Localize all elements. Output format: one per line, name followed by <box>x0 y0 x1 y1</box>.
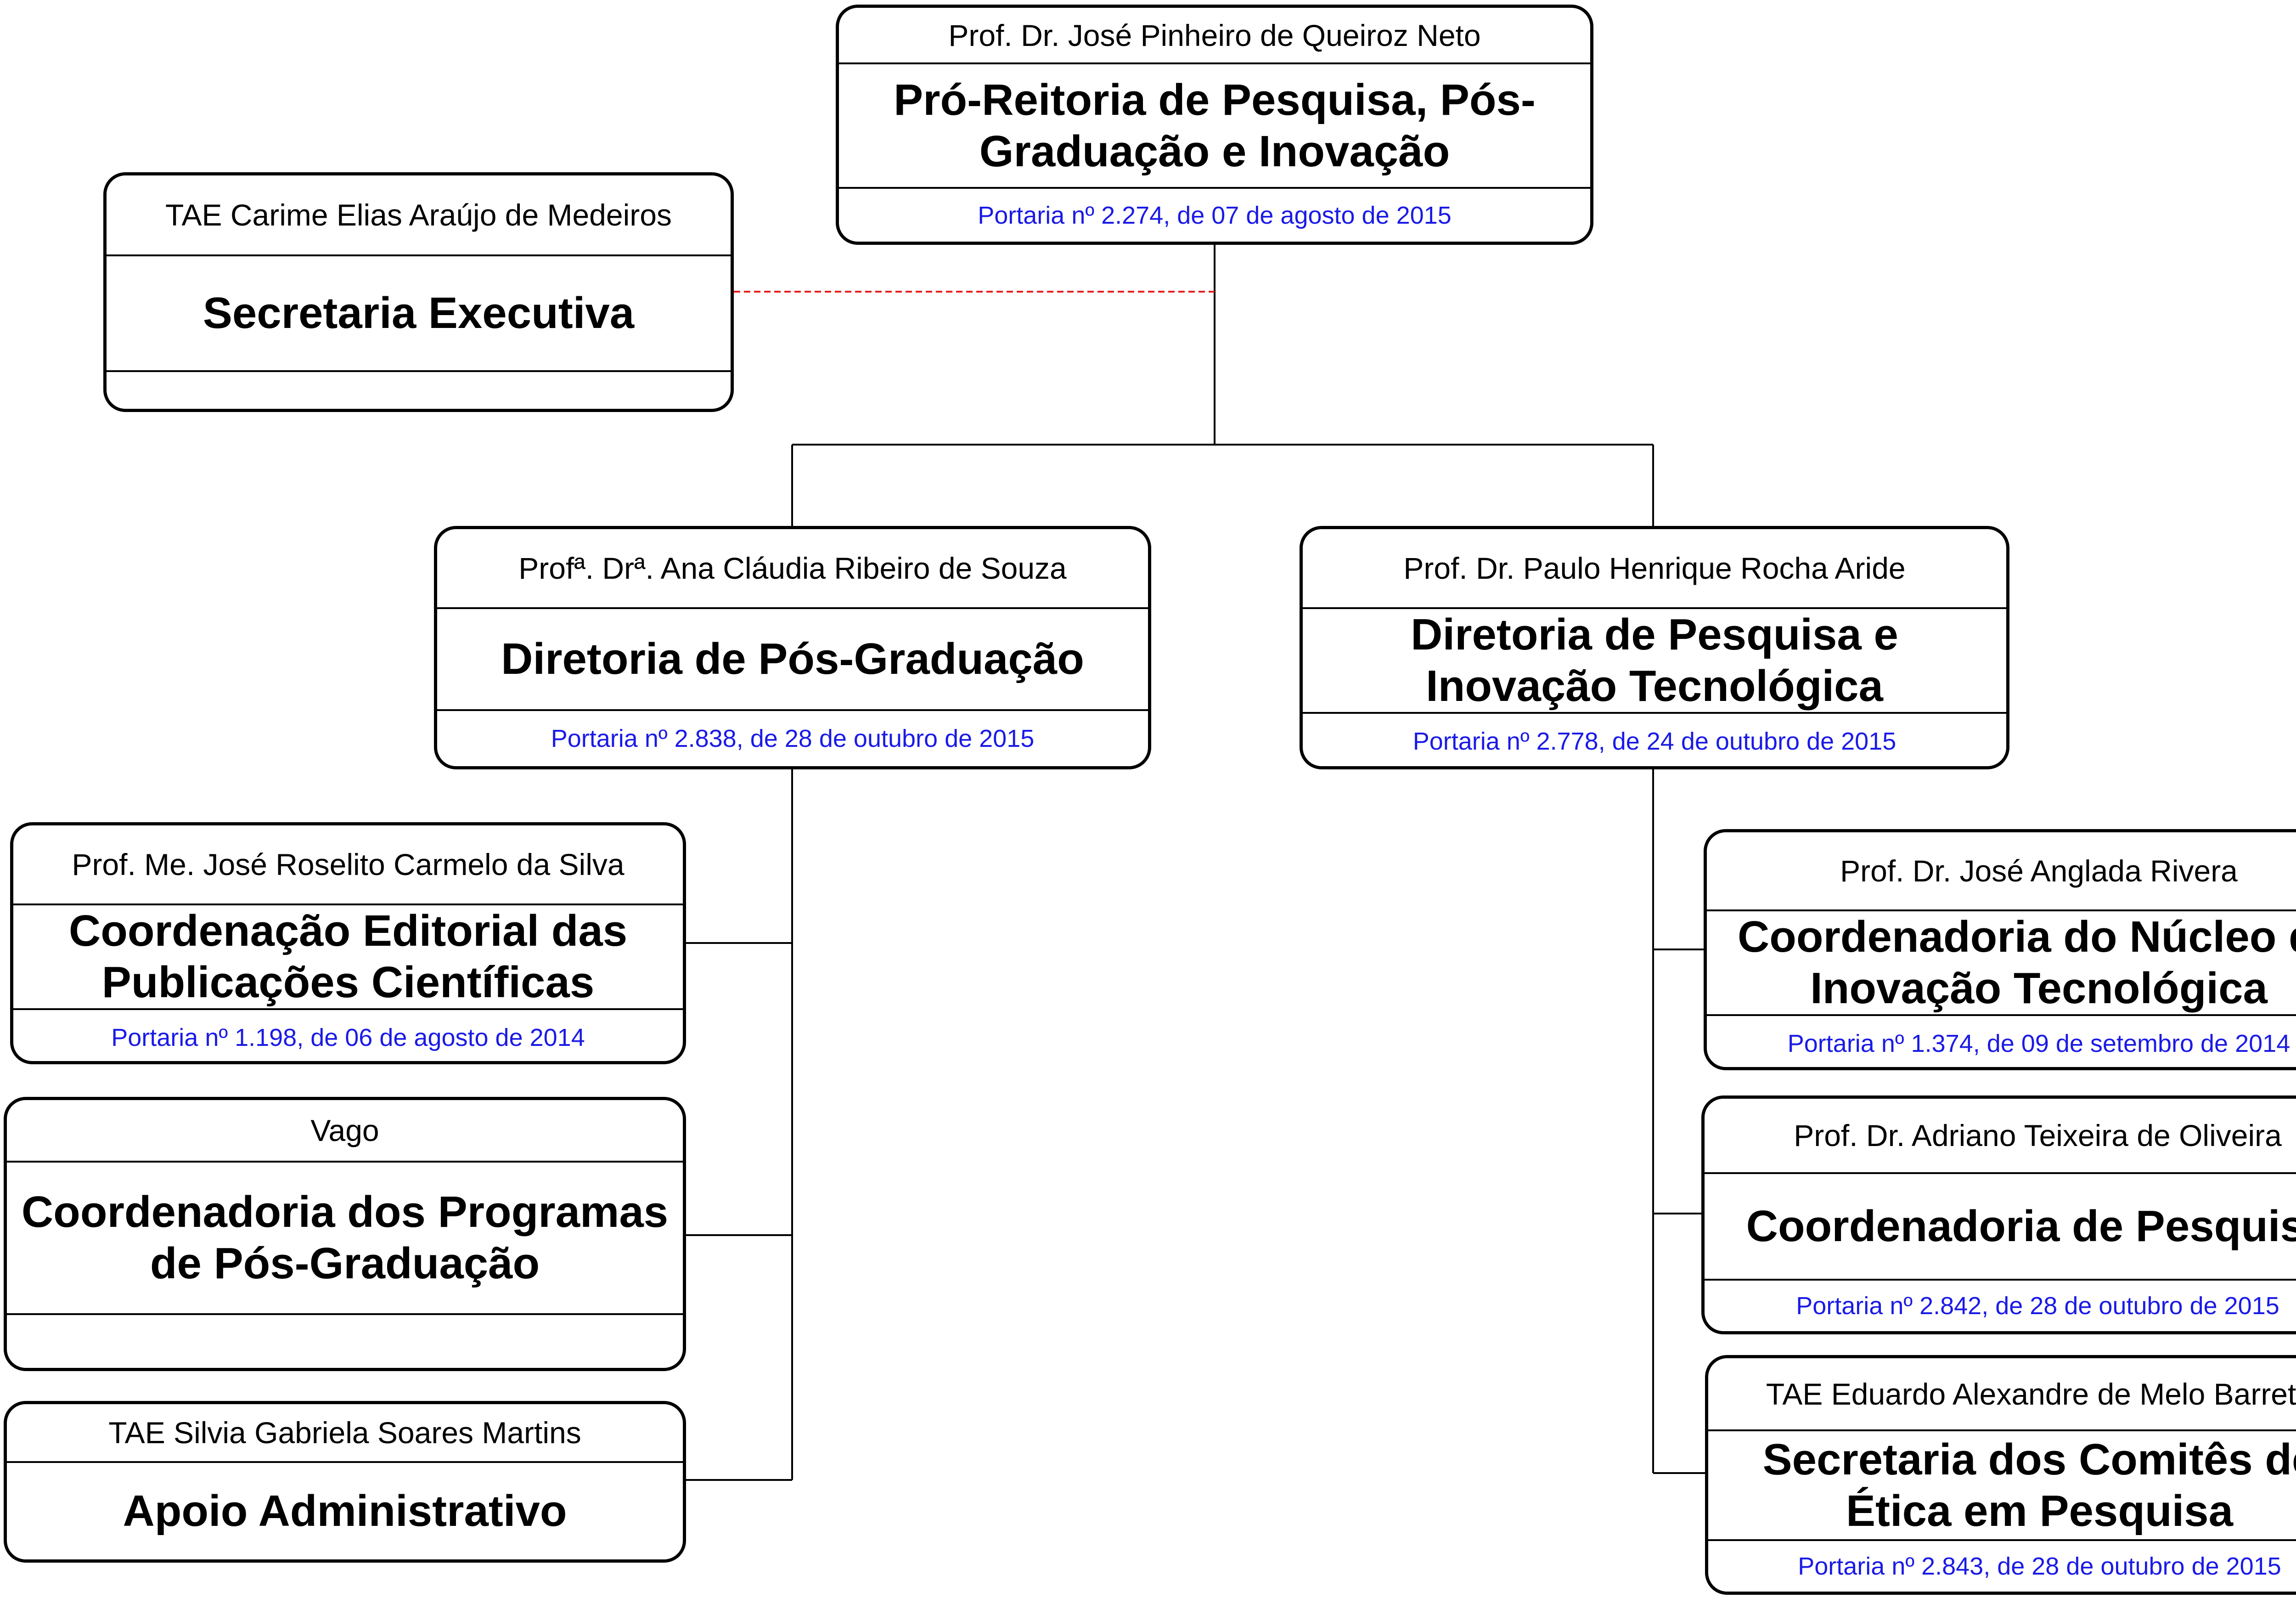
unit-title: Secretaria Executiva <box>203 288 635 338</box>
unit-title: Coordenação Editorial das Publicações Ci… <box>68 906 628 1007</box>
unit-title: Apoio Administrativo <box>123 1486 567 1536</box>
unit-title: Secretaria dos Comitês de Ética em Pesqu… <box>1762 1434 2296 1536</box>
org-box-secretaria-comites-etica: TAE Eduardo Alexandre de Melo Barreto Se… <box>1705 1355 2296 1595</box>
person-name: Prof. Dr. José Pinheiro de Queiroz Neto <box>839 8 1590 64</box>
unit-title: Coordenadoria dos Programas de Pós-Gradu… <box>21 1187 669 1288</box>
org-box-diretoria-pesquisa-inovacao: Prof. Dr. Paulo Henrique Rocha Aride Dir… <box>1300 526 2009 769</box>
person-name: Profª. Drª. Ana Cláudia Ribeiro de Souza <box>437 529 1148 609</box>
org-box-diretoria-pos-graduacao: Profª. Drª. Ana Cláudia Ribeiro de Souza… <box>434 526 1151 769</box>
portaria-text: Portaria nº 2.842, de 28 de outubro de 2… <box>1705 1279 2296 1331</box>
org-box-pro-reitoria: Prof. Dr. José Pinheiro de Queiroz Neto … <box>836 5 1593 245</box>
org-box-coordenadoria-programas-pos-graduacao: Vago Coordenadoria dos Programas de Pós-… <box>4 1097 686 1371</box>
unit-title: Coordenadoria de Pesquisa <box>1746 1202 2296 1251</box>
person-name: Prof. Dr. Adriano Teixeira de Oliveira <box>1705 1099 2296 1174</box>
portaria-text: Portaria nº 2.274, de 07 de agosto de 20… <box>839 187 1590 242</box>
portaria-text <box>7 1313 683 1368</box>
person-name: Prof. Me. José Roselito Carmelo da Silva <box>13 825 683 905</box>
org-box-secretaria-executiva: TAE Carime Elias Araújo de Medeiros Secr… <box>103 172 734 412</box>
org-box-coordenadoria-pesquisa: Prof. Dr. Adriano Teixeira de Oliveira C… <box>1701 1095 2296 1334</box>
unit-title: Diretoria de Pós-Graduação <box>501 634 1084 683</box>
org-box-coordenadoria-nucleo-inovacao: Prof. Dr. José Anglada Rivera Coordenado… <box>1704 829 2296 1070</box>
unit-title: Diretoria de Pesquisa e Inovação Tecnoló… <box>1411 610 1898 711</box>
portaria-text: Portaria nº 2.778, de 24 de outubro de 2… <box>1303 712 2006 766</box>
portaria-text <box>107 370 731 409</box>
person-name: Prof. Dr. José Anglada Rivera <box>1707 832 2296 911</box>
person-name: TAE Eduardo Alexandre de Melo Barreto <box>1708 1358 2296 1431</box>
person-name: Prof. Dr. Paulo Henrique Rocha Aride <box>1303 529 2006 609</box>
unit-title: Coordenadoria do Núcleo de Inovação Tecn… <box>1737 912 2296 1013</box>
portaria-text: Portaria nº 2.843, de 28 de outubro de 2… <box>1708 1539 2296 1592</box>
portaria-text: Portaria nº 2.838, de 28 de outubro de 2… <box>437 709 1148 766</box>
person-name: Vago <box>7 1100 683 1163</box>
org-box-coordenacao-editorial: Prof. Me. José Roselito Carmelo da Silva… <box>10 822 686 1064</box>
person-name: TAE Carime Elias Araújo de Medeiros <box>107 175 731 256</box>
portaria-text: Portaria nº 1.198, de 06 de agosto de 20… <box>13 1008 683 1061</box>
person-name: TAE Silvia Gabriela Soares Martins <box>7 1404 683 1463</box>
org-box-apoio-administrativo: TAE Silvia Gabriela Soares Martins Apoio… <box>4 1401 686 1563</box>
portaria-text: Portaria nº 1.374, de 09 de setembro de … <box>1707 1014 2296 1067</box>
unit-title: Pró-Reitoria de Pesquisa, Pós-Graduação … <box>894 75 1536 176</box>
